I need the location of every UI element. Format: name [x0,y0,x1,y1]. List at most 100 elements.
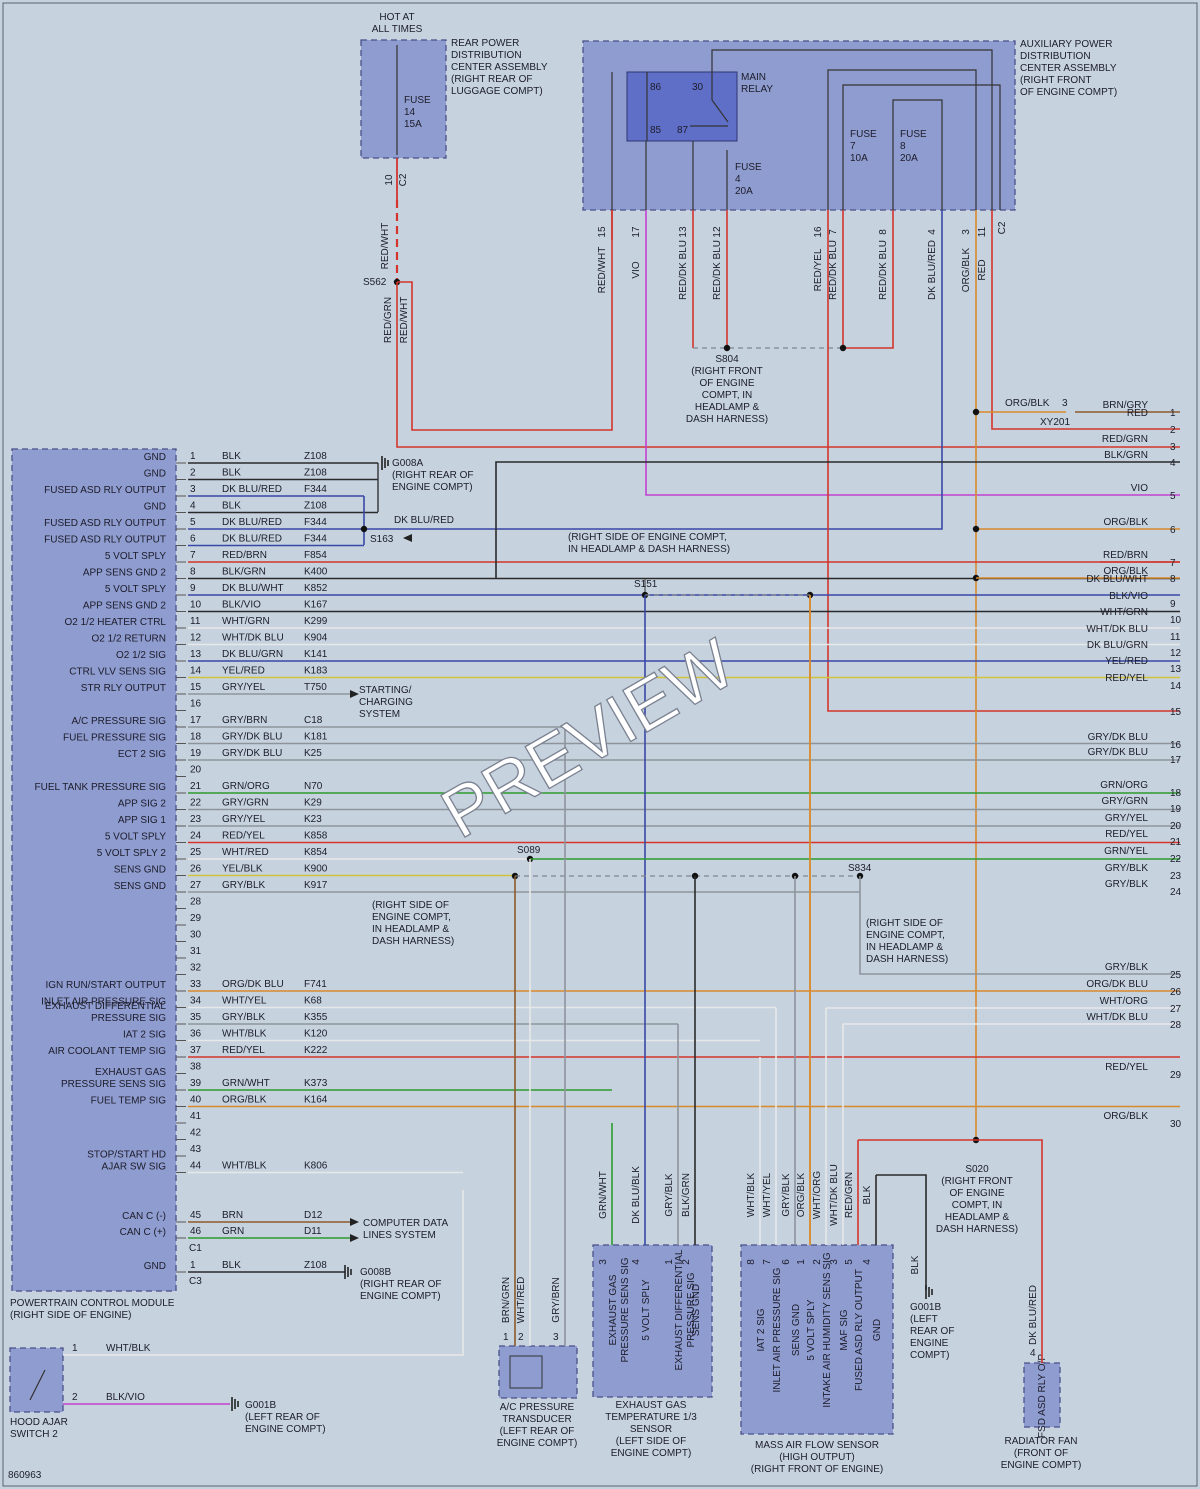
pcm-pin-35-color: WHT/BLK [222,1029,267,1040]
pcm-pin-46-number: 1 [190,1260,196,1271]
pcm-pin-36-number: 37 [190,1045,202,1056]
pcm-pin-20-color: GRN/ORG [222,781,270,792]
pcm-pin-12-number: 13 [190,649,202,660]
g008b-ground-symbol [344,1265,352,1279]
right-wire-label-20: GRY/GRN [1102,796,1149,807]
right-wire-label-26: GRY/BLK [1105,962,1148,973]
pcm-pin-42-number: 43 [190,1144,202,1155]
figure-id: 860963 [8,1470,42,1481]
right-wire-label-24: GRY/BLK [1105,863,1148,874]
aux-pin-16-label: 16 [813,226,824,238]
aux-wire-15-color-label: RED/WHT [597,247,608,294]
maf-wire-8-label: WHT/BLK [746,1172,757,1217]
right-wire-number-22: 21 [1170,837,1182,848]
g001b-left-ground-symbol [231,1397,239,1411]
right-wire-number-3: 3 [1170,442,1176,453]
pcm-pin-2-signal: FUSED ASD RLY OUTPUT [44,485,166,496]
pcm-pin-16-signal: A/C PRESSURE SIG [72,716,167,727]
pcm-pin-36-signal: AIR COOLANT TEMP SIG [48,1046,166,1057]
pcm-pin-18-color: GRY/DK BLU [222,748,282,759]
pcm-pin-22-signal: APP SIG 1 [118,815,167,826]
maf-wire-4-label: BLK [862,1185,873,1204]
pcm-pin-45-signal: CAN C (+) [120,1227,166,1238]
pcm-pin-6-number: 7 [190,550,196,561]
maf-wire-2-label: WHT/ORG [812,1171,823,1220]
pcm-pin-12-circuit: K141 [304,649,328,660]
pcm-pin-33-number: 34 [190,996,202,1007]
splice-s562-label: S562 [363,277,387,288]
right-wire-number-26: 25 [1170,970,1182,981]
pcm-pin-23-number: 24 [190,831,202,842]
right-wire-label-19: GRN/ORG [1100,780,1148,791]
acp-pin-3-number: 3 [553,1332,559,1343]
maf-pin-1-number: 1 [796,1259,807,1265]
aux-wire-11-color-label: RED [977,259,988,280]
aux-pin-4-label: 4 [927,229,938,235]
pcm-pin-3-circuit: Z108 [304,501,327,512]
hood-ajar-switch-box [9,1347,64,1413]
pcm-pin-38-number: 39 [190,1078,202,1089]
right-wire-label-17: GRY/DK BLU [1088,732,1148,743]
aux-pin-11-label: 11 [977,226,988,237]
right-wire-number-0: 1 [1170,408,1176,419]
right-wire-number-18: 17 [1170,755,1182,766]
pcm-pin-17-number: 18 [190,732,202,743]
pcm-pin-3-color: BLK [222,501,241,512]
wire-red-grn-from-s562 [396,282,1180,448]
right-wire-number-20: 19 [1170,804,1182,815]
right-wire-label-27: ORG/DK BLU [1086,979,1148,990]
pcm-box [11,448,177,1292]
pcm-connector-c3-label: C3 [189,1276,202,1287]
egt-wire-4-label: DK BLU/BLK [631,1166,642,1224]
data-system-arrow-b [350,1234,359,1242]
wire-dk-blu-red [364,240,943,530]
right-wire-number-29: 28 [1170,1020,1182,1031]
pcm-pin-38-circuit: K373 [304,1078,328,1089]
pcm-pin-31-number: 32 [190,963,202,974]
data-system-arrow-a [350,1218,359,1226]
pcm-pin-18-number: 19 [190,748,202,759]
pcm-pin-45-color: GRN [222,1226,244,1237]
pcm-title: POWERTRAIN CONTROL MODULE(RIGHT SIDE OF … [10,1298,175,1321]
pcm-pin-9-circuit: K167 [304,600,328,611]
aux-pin-15-label: 15 [597,226,608,238]
pcm-pin-0-signal: GND [144,452,166,463]
xy201-pin-label: 3 [1062,398,1068,409]
pcm-pin-46-color: BLK [222,1260,241,1271]
pcm-pin-8-number: 9 [190,583,196,594]
aux-wire-4-color-label: DK BLU/RED [927,240,938,300]
splice-s804-dot-a [723,344,731,352]
right-wire-label-0: BRN/GRY [1103,400,1149,411]
right-wire-number-5: 5 [1170,491,1176,502]
right-wire-label-28: WHT/ORG [1100,996,1149,1007]
pcm-pin-24-number: 25 [190,847,202,858]
pcm-pin-23-signal: 5 VOLT SPLY [105,832,166,843]
pcm-pin-5-number: 6 [190,534,196,545]
pcm-pin-4-number: 5 [190,517,196,528]
pcm-pin-26-signal: SENS GND [114,881,166,892]
right-wire-number-30: 29 [1170,1070,1182,1081]
starting-system-arrow [350,690,359,698]
pcm-pin-44-color: BRN [222,1210,243,1221]
right-wire-label-11: WHT/GRN [1100,607,1148,618]
egt-pin-4-signal: 5 VOLT SPLY [641,1279,652,1340]
s834-label: S834 [848,863,872,874]
pcm-pin-26-number: 27 [190,880,202,891]
pcm-pin-40-number: 41 [190,1111,202,1122]
right-wire-number-11: 10 [1170,615,1182,626]
pcm-pin-14-circuit: T750 [304,682,327,693]
maf-pin-1-signal: 5 VOLT SPLY [806,1299,817,1360]
right-wire-number-27: 26 [1170,987,1182,998]
pcm-pin-16-color: GRY/BRN [222,715,267,726]
pcm-pin-22-number: 23 [190,814,202,825]
acp-pin-2-number: 2 [518,1332,524,1343]
radiator-fan-pin-label: FSD ASD RLY O/P [1037,1354,1048,1438]
aux-pin-8-label: 8 [878,229,889,235]
pcm-pin-7-color: BLK/GRN [222,567,266,578]
pcm-pin-8-color: DK BLU/WHT [222,583,284,594]
pcm-pin-18-circuit: K25 [304,748,322,759]
